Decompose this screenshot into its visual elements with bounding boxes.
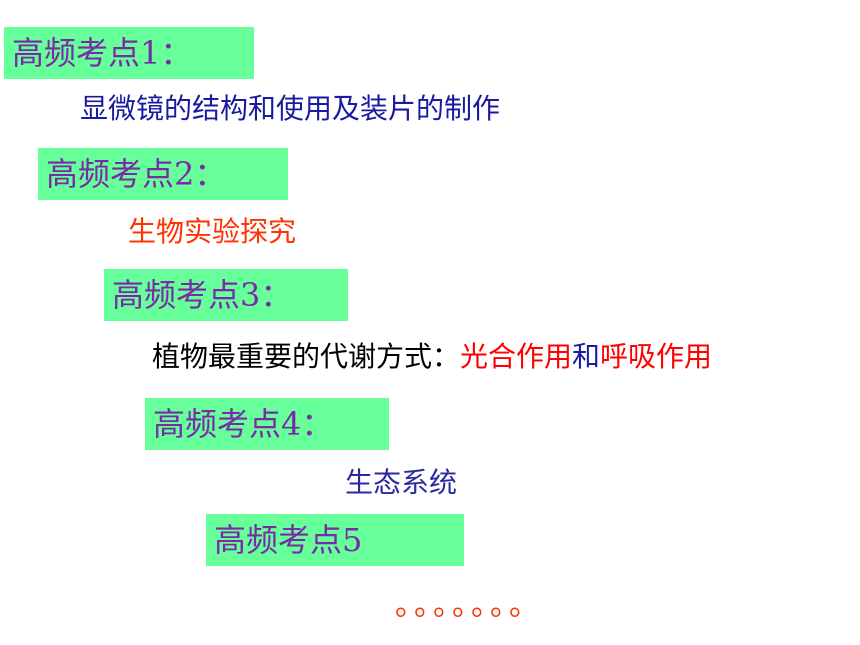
ellipsis: 。。。。。。。 <box>395 588 543 623</box>
topic-1-heading: 高频考点1： <box>4 27 254 79</box>
topic-4-heading: 高频考点4： <box>145 398 389 450</box>
topic-4-text: 生态系统 <box>345 466 458 499</box>
topic-3-text: 植物最重要的代谢方式：光合作用和呼吸作用 <box>152 343 712 371</box>
topic-3-heading: 高频考点3： <box>104 269 348 321</box>
topic-3-text-prefix: 植物最重要的代谢方式： <box>152 340 461 373</box>
topic-1-text: 显微镜的结构和使用及装片的制作 <box>80 92 501 125</box>
topic-3-text-conjunction: 和 <box>572 340 601 373</box>
topic-2-heading: 高频考点2： <box>38 148 288 200</box>
topic-2-text: 生物实验探究 <box>128 215 297 248</box>
topic-3-text-photosynthesis: 光合作用 <box>460 340 573 373</box>
topic-5-heading: 高频考点5 <box>206 514 464 566</box>
topic-3-text-respiration: 呼吸作用 <box>600 340 713 373</box>
